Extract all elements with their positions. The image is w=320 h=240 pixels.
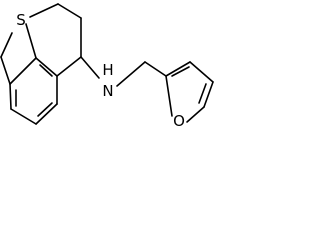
bond-ch2-furan — [144, 61, 167, 77]
furan-double-right — [198, 83, 207, 104]
sulfur-label: S — [16, 11, 26, 29]
bond-c8a-c8 — [0, 32, 13, 58]
bond-c7-c6 — [9, 83, 12, 110]
bond-c8a-c8-link — [35, 57, 58, 77]
bond-c6-c5 — [10, 108, 37, 125]
furan-ring — [165, 61, 214, 123]
nitrogen-label: N — [102, 82, 113, 100]
structure-svg: S N H O — [0, 3, 214, 130]
bond-c4-c4a — [56, 56, 82, 77]
amine-linker — [80, 56, 167, 87]
double-bond-inner-bottom — [37, 102, 53, 117]
bond-n-ch2 — [116, 61, 146, 87]
bond-o-f2 — [165, 75, 173, 117]
bond-c8-c7 — [0, 56, 11, 85]
molecule-diagram: S N H O — [0, 3, 214, 130]
bond-f4-f5 — [203, 81, 214, 108]
bond-f5-o — [186, 106, 205, 123]
bond-c4-n — [80, 56, 100, 79]
furan-double-top — [171, 66, 190, 77]
bond-c2-c3 — [57, 3, 82, 19]
thiopyran-ring — [25, 3, 82, 77]
benzene-ring — [0, 32, 58, 125]
oxygen-label: O — [173, 112, 185, 130]
bond-c5-c4a — [35, 103, 58, 125]
bond-f3-f4 — [189, 61, 214, 83]
bond-ring-close — [9, 57, 37, 85]
double-bond-inner-right — [39, 64, 53, 77]
bond-s-c8a — [25, 23, 37, 59]
bond-f2-f3 — [165, 61, 191, 77]
hydrogen-label: H — [102, 61, 113, 79]
bond-s-c2 — [29, 3, 59, 18]
